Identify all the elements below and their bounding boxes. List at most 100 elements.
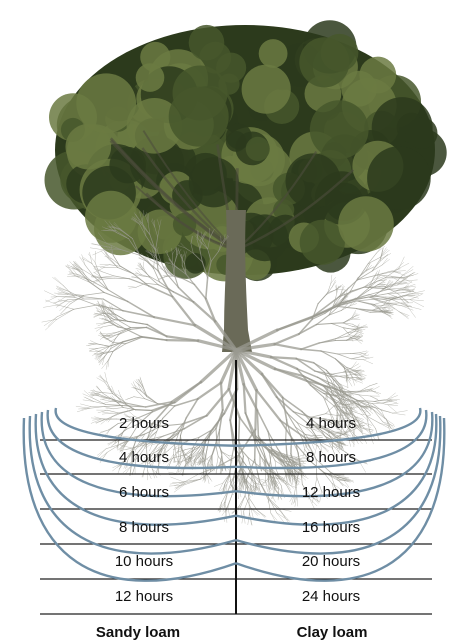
root-strand	[338, 354, 351, 359]
root-strand	[133, 382, 137, 391]
root-strand	[357, 373, 365, 378]
root-strand	[97, 344, 109, 347]
root-strand	[280, 511, 288, 523]
root-strand	[357, 301, 372, 305]
root-strand	[323, 443, 331, 447]
root-strand	[108, 413, 119, 419]
clay-label-4: 16 hours	[302, 519, 360, 536]
root-strand	[130, 322, 148, 325]
root-strand	[136, 283, 146, 287]
root-strand	[46, 297, 57, 302]
root-strand	[55, 297, 66, 304]
root-strand	[286, 483, 297, 487]
root-strand	[350, 304, 357, 306]
root-strand	[271, 357, 296, 359]
root-strand	[370, 383, 377, 386]
root-strand	[344, 374, 354, 376]
root-strand	[176, 483, 186, 489]
root-strand	[318, 295, 326, 304]
root-strand	[131, 384, 137, 391]
root-strand	[249, 498, 257, 510]
root-strand	[382, 411, 391, 413]
root-strand	[219, 430, 220, 445]
root-strand	[356, 339, 362, 344]
root-strand	[336, 333, 348, 339]
root-strand	[372, 261, 380, 271]
sandy-label-4: 8 hours	[119, 519, 169, 536]
root-strand	[351, 357, 361, 359]
root-strand	[301, 349, 321, 351]
root-strand	[245, 496, 251, 508]
root-strand	[255, 459, 260, 482]
root-strand	[275, 344, 302, 349]
root-strand	[351, 359, 363, 360]
root-strand	[103, 401, 111, 403]
root-strand	[228, 507, 230, 517]
root-strand	[44, 291, 57, 297]
root-strand	[286, 439, 287, 454]
root-strand	[388, 399, 400, 400]
root-strand	[194, 284, 206, 298]
root-strand	[239, 417, 240, 439]
root-strand	[287, 420, 292, 438]
root-strand	[359, 395, 370, 396]
canopy-leaf-cluster	[85, 191, 137, 243]
root-strand	[301, 343, 319, 349]
root-strand	[370, 396, 379, 401]
canopy-leaf-cluster	[136, 63, 165, 92]
root-strand	[391, 299, 407, 306]
root-strand	[167, 340, 198, 341]
root-strand	[296, 454, 305, 457]
root-strand	[388, 405, 397, 412]
root-strand	[336, 336, 347, 339]
root-strand	[100, 375, 105, 383]
root-strand	[388, 405, 398, 406]
root-strand	[203, 450, 205, 456]
root-strand	[103, 325, 114, 327]
root-strand	[129, 279, 149, 286]
root-strand	[337, 289, 344, 290]
wetting-fronts	[24, 408, 445, 581]
root-strand	[75, 297, 96, 305]
root-strand	[388, 393, 396, 399]
canopy-leaf-cluster	[189, 25, 225, 61]
root-strand	[399, 312, 409, 316]
root-strand	[94, 401, 106, 404]
sandy-label-6: 12 hours	[115, 588, 173, 605]
root-strand	[88, 254, 95, 262]
clay-label-3: 12 hours	[302, 484, 360, 501]
root-strand	[100, 430, 109, 434]
canopy-leaf-cluster	[286, 153, 341, 208]
root-strand	[84, 293, 105, 296]
sandy-label-2: 4 hours	[119, 449, 169, 466]
root-strand	[277, 317, 313, 331]
root-strand	[95, 251, 96, 262]
root-strand	[352, 364, 359, 368]
sandy-loam-title: Sandy loam	[96, 624, 180, 641]
root-strand	[102, 276, 114, 277]
root-strand	[147, 327, 167, 336]
sandy-label-1: 2 hours	[119, 415, 169, 432]
root-strand	[102, 412, 110, 413]
root-strand	[328, 283, 331, 293]
root-strand	[198, 383, 221, 399]
root-strand	[135, 410, 152, 411]
root-strand	[101, 278, 114, 279]
root-strand	[399, 263, 409, 268]
clay-label-6: 24 hours	[302, 588, 360, 605]
root-strand	[85, 265, 94, 276]
canopy-leaf-cluster	[189, 157, 239, 207]
clay-label-2: 8 hours	[306, 449, 356, 466]
root-strand	[391, 299, 410, 300]
root-strand	[335, 359, 346, 368]
root-strand	[239, 429, 256, 455]
root-strand	[314, 363, 327, 370]
root-strand	[45, 300, 57, 305]
root-strand	[372, 265, 382, 271]
tree-canopy	[45, 20, 447, 281]
root-strand	[168, 445, 174, 451]
sandy-label-3: 6 hours	[119, 484, 169, 501]
canopy-leaf-cluster	[169, 87, 229, 147]
root-strand	[125, 397, 134, 400]
